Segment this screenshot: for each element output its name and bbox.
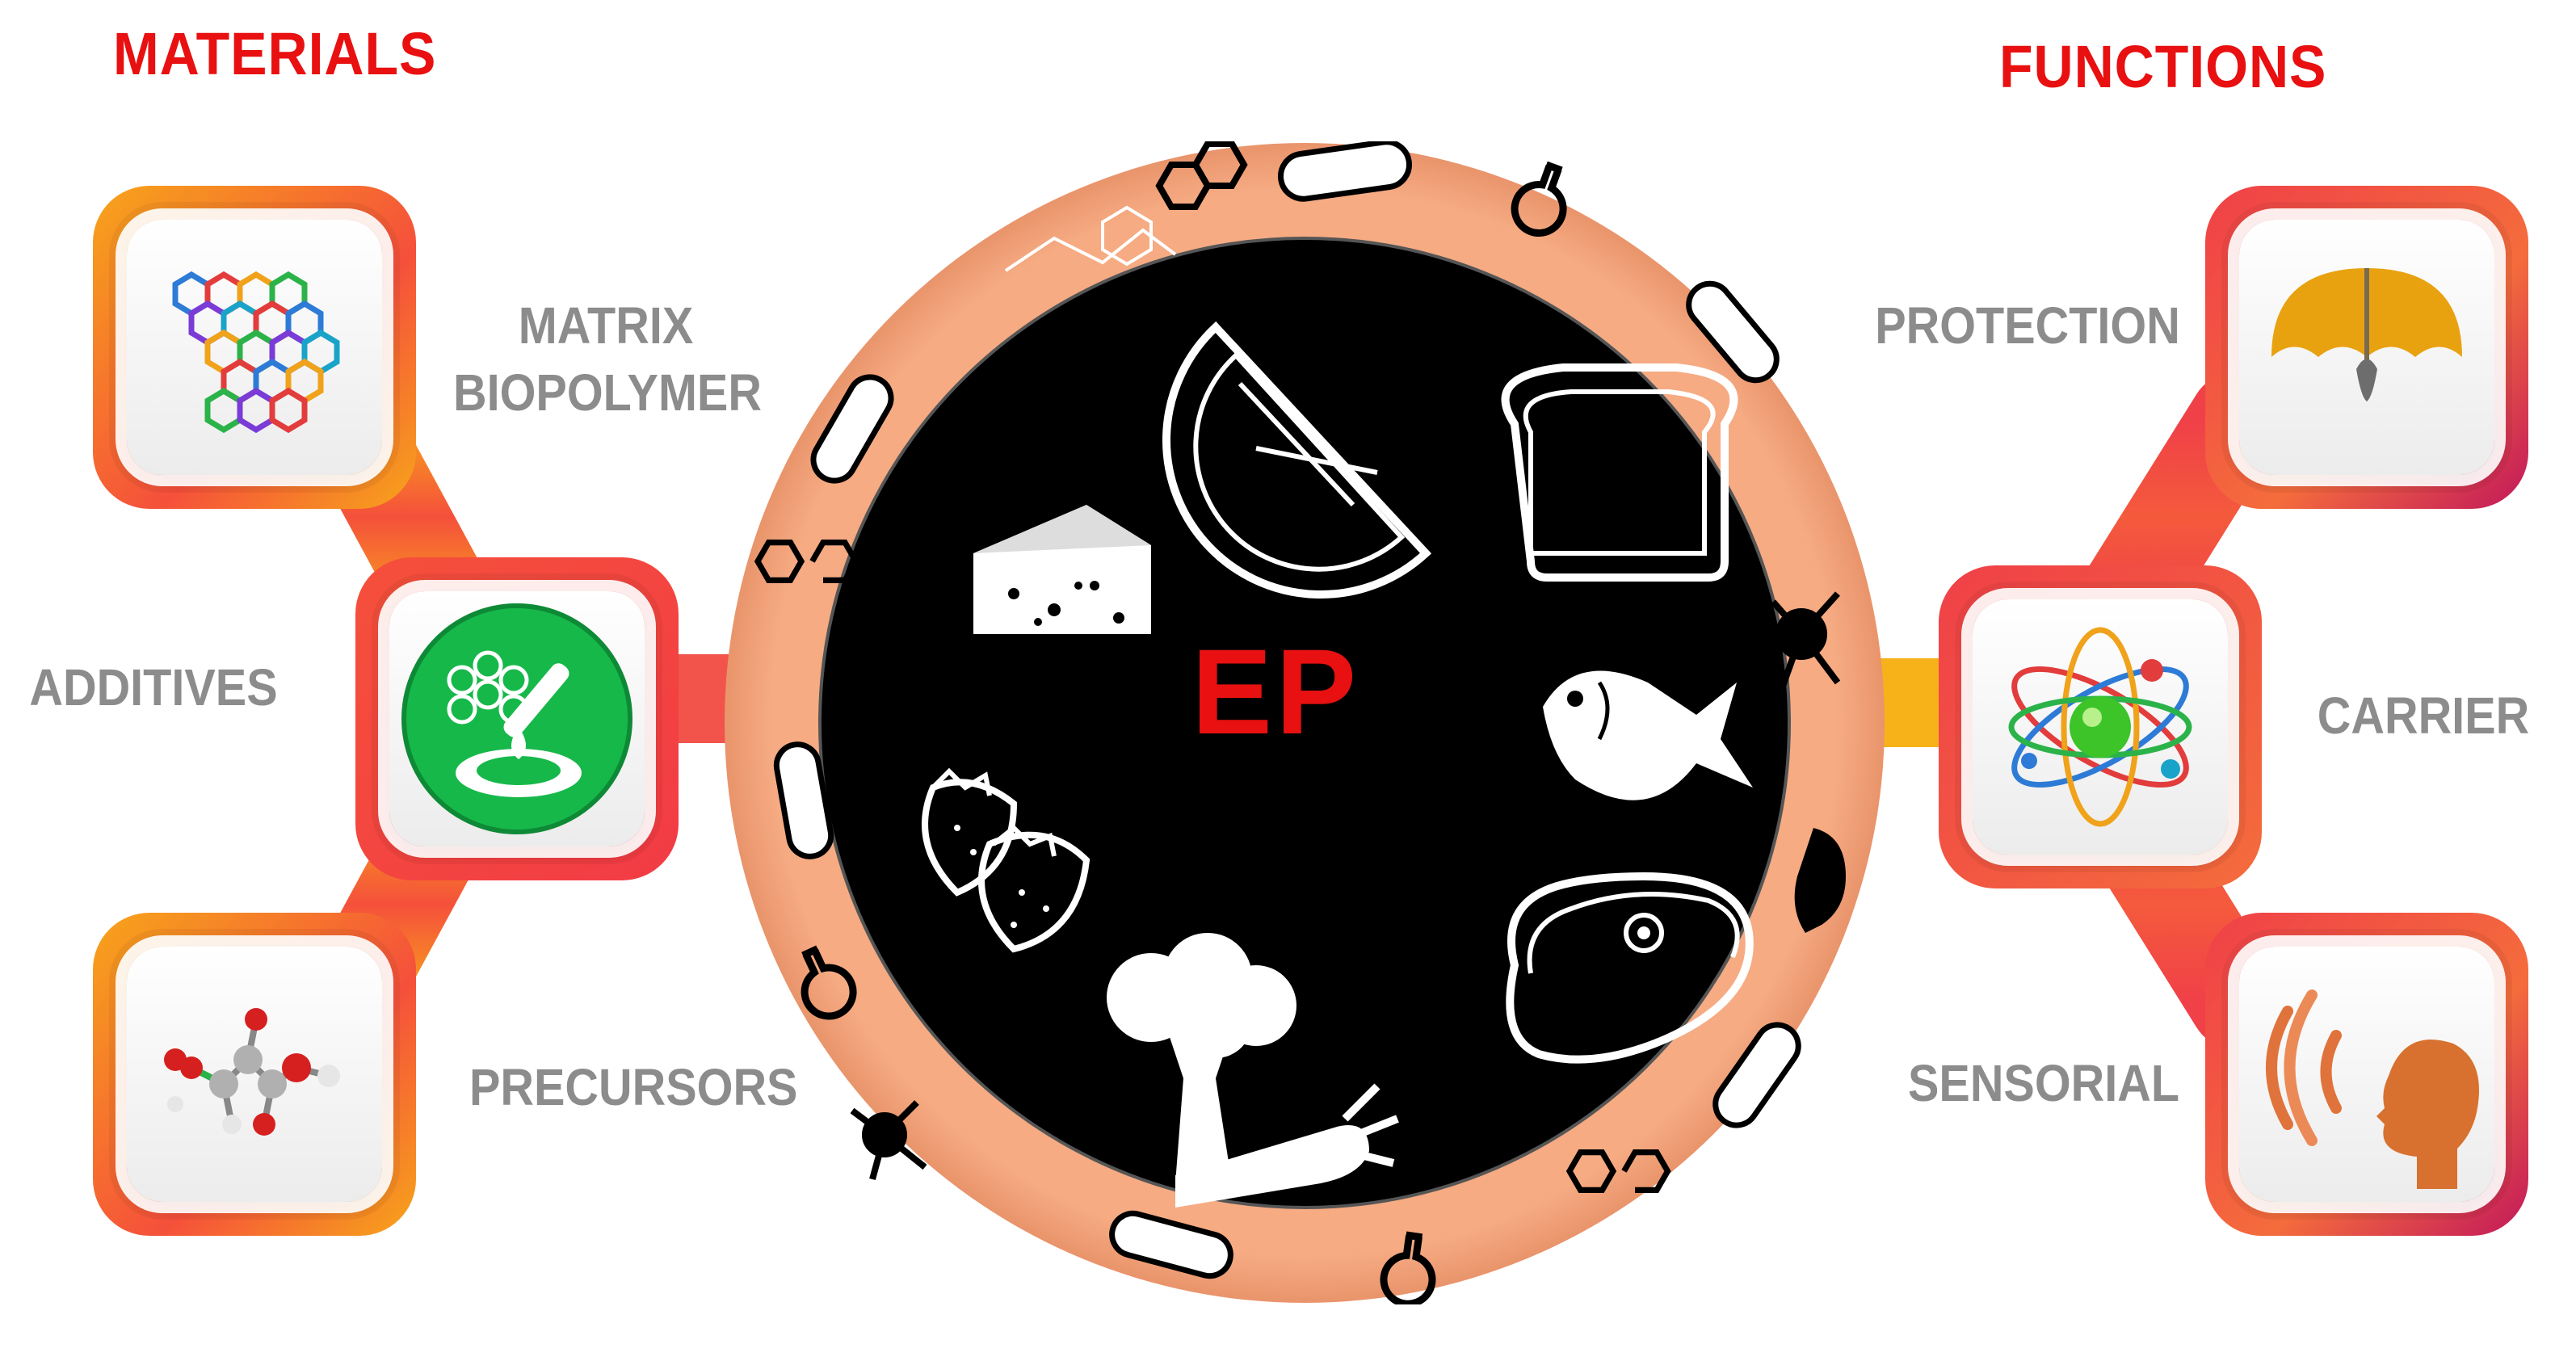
matrix-label-line-1: MATRIX (518, 296, 694, 355)
sound-head-icon (1794, 828, 1846, 933)
carrier-label: CARRIER (2317, 687, 2530, 745)
benzene-ring-icon (754, 539, 859, 584)
precursors-tile (127, 947, 382, 1202)
sensorial-tile (2239, 947, 2494, 1202)
polymer-mesh-icon (172, 271, 340, 434)
ep-circle (725, 141, 1885, 1304)
molecule-figure-icon (1770, 591, 1841, 692)
molecule-figure-icon (1004, 205, 1177, 272)
materials-title: MATERIALS (113, 20, 437, 87)
orange-slice-icon (1162, 321, 1432, 599)
capsule-icon (1278, 141, 1412, 202)
atom-icon (2008, 627, 2192, 827)
flask-icon (1511, 161, 1567, 237)
steak-icon (1506, 872, 1754, 1064)
additive-drop-icon (401, 603, 632, 834)
capsule-icon (810, 374, 894, 484)
bread-toast-icon (1501, 363, 1738, 582)
flask-icon (1380, 1231, 1436, 1304)
matrix-label-line-2: BIOPOLYMER (453, 363, 762, 422)
additives-tile (389, 591, 645, 846)
protection-label: PROTECTION (1875, 296, 2180, 355)
matrix-biopolymer-label: MATRIX BIOPOLYMER (453, 292, 762, 426)
flask-icon (801, 945, 857, 1020)
functions-title: FUNCTIONS (1999, 33, 2327, 100)
molecule-ball-stick-icon (164, 1008, 340, 1136)
capsule-icon (1109, 1210, 1233, 1279)
sensorial-label: SENSORIAL (1907, 1054, 2180, 1112)
fish-icon (1543, 670, 1753, 800)
umbrella-icon (2271, 268, 2462, 401)
head-sound-waves-icon (2266, 989, 2479, 1189)
matrix-biopolymer-tile (127, 220, 382, 475)
benzene-ring-icon (1565, 1149, 1671, 1194)
carrier-tile (1973, 599, 2228, 855)
ep-core (818, 237, 1791, 1209)
benzene-ring-icon (1155, 141, 1248, 210)
broccoli-carrot-icon (1107, 933, 1399, 1208)
precursors-label: PRECURSORS (469, 1058, 798, 1116)
capsule-icon (1686, 280, 1780, 384)
cheese-icon (973, 505, 1151, 634)
protection-tile (2239, 220, 2494, 475)
strawberries-icon (922, 767, 1090, 953)
additives-label: ADDITIVES (29, 658, 278, 716)
molecule-figure-icon (850, 1100, 927, 1181)
capsule-icon (1712, 1022, 1801, 1128)
capsule-icon (773, 741, 834, 859)
ep-label: EP (1191, 624, 1360, 759)
